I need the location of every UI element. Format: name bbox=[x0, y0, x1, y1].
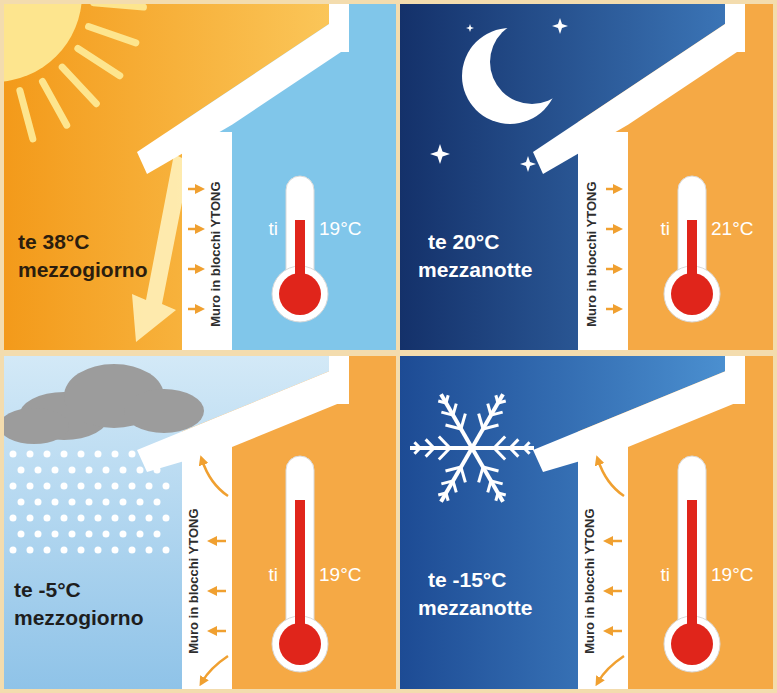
time-of-day: mezzanotte bbox=[418, 258, 532, 281]
wall-roof bbox=[533, 356, 745, 689]
heat-arrows bbox=[202, 460, 228, 682]
time-of-day: mezzogiorno bbox=[14, 606, 144, 629]
exterior bbox=[400, 4, 743, 350]
wall-label: Muro in blocchi YTONG bbox=[585, 181, 599, 326]
scene-panel bbox=[4, 4, 396, 350]
exterior bbox=[4, 356, 347, 689]
inside-temperature: 19°C bbox=[319, 219, 361, 240]
wall-label: Muro in blocchi YTONG bbox=[583, 508, 597, 653]
inside-symbol: ti bbox=[269, 565, 279, 586]
weather-symbol bbox=[4, 4, 190, 342]
heat-arrows bbox=[606, 189, 618, 309]
inside-symbol: ti bbox=[269, 219, 279, 240]
wall-label: Muro in blocchi YTONG bbox=[209, 181, 223, 326]
time-of-day: mezzanotte bbox=[418, 596, 532, 619]
heat-arrows bbox=[598, 460, 624, 682]
exterior bbox=[400, 356, 743, 689]
inside-symbol: ti bbox=[661, 565, 671, 586]
scene-panel bbox=[4, 356, 396, 689]
scene-panel bbox=[400, 4, 773, 350]
wall-roof bbox=[137, 356, 349, 689]
inside-temperature: 19°C bbox=[319, 565, 361, 586]
interior bbox=[400, 356, 773, 689]
thermometer bbox=[272, 176, 328, 322]
inside-temperature: 19°C bbox=[711, 565, 753, 586]
scene-panel bbox=[400, 356, 773, 689]
heat-arrows bbox=[188, 189, 200, 309]
outside-temperature: te -15°C bbox=[428, 568, 506, 591]
wall-roof bbox=[137, 4, 349, 350]
weather-symbol bbox=[410, 394, 534, 501]
inside-symbol: ti bbox=[661, 219, 671, 240]
interior bbox=[4, 356, 396, 689]
wall-roof bbox=[533, 4, 745, 350]
time-of-day: mezzogiorno bbox=[18, 258, 148, 281]
outside-temperature: te 20°C bbox=[428, 230, 499, 253]
inside-temperature: 21°C bbox=[711, 219, 753, 240]
wall-label: Muro in blocchi YTONG bbox=[187, 508, 201, 653]
thermometer bbox=[664, 176, 720, 322]
outside-temperature: te 38°C bbox=[18, 230, 89, 253]
outside-temperature: te -5°C bbox=[14, 578, 81, 601]
